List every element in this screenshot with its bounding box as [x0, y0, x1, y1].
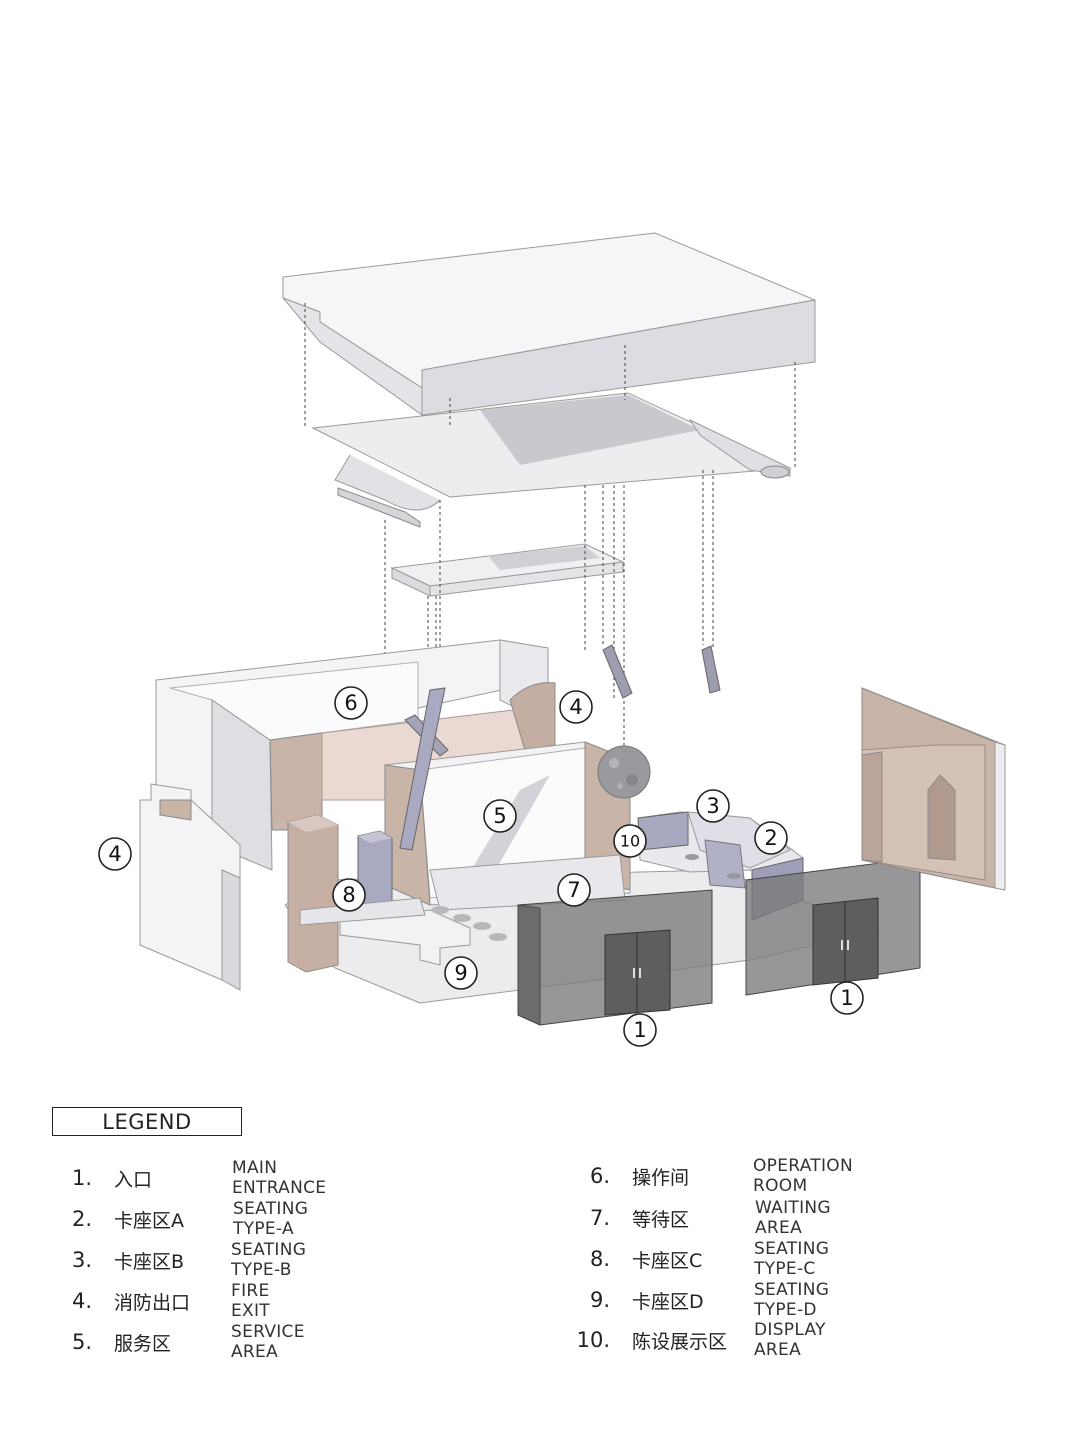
legend-en: OPERATION ROOM [753, 1156, 854, 1196]
entrance-facade-right [745, 857, 921, 996]
service-shelf [390, 543, 625, 597]
legend-item-5: 5. 服务区 SERVICE AREA [48, 1322, 305, 1362]
legend-en: SEATING TYPE-C [754, 1239, 830, 1279]
svg-text:7: 7 [567, 878, 580, 902]
legend-title-box: LEGEND [52, 1107, 242, 1136]
legend-title: LEGEND [102, 1109, 192, 1134]
legend-cn: 陈设展示区 [632, 1330, 728, 1353]
legend-cn: 卡座区D [632, 1290, 704, 1313]
roof-slab [282, 232, 817, 416]
ceiling-panel [311, 392, 792, 528]
legend-num: 6. [589, 1164, 610, 1188]
svg-text:5: 5 [493, 804, 506, 828]
legend-num: 10. [576, 1328, 610, 1352]
svg-text:1: 1 [633, 1018, 646, 1042]
entrance-facade-left [517, 889, 713, 1026]
callout-5: 5 [483, 799, 517, 833]
legend-cn: 卡座区C [632, 1249, 703, 1272]
legend-num: 9. [589, 1288, 610, 1312]
callout-4-left: 4 [98, 837, 132, 871]
legend-en: WAITING AREA [755, 1198, 831, 1238]
legend-item-2: 2. 卡座区A SEATING TYPE-A [48, 1199, 308, 1239]
legend-num: 2. [71, 1207, 92, 1231]
legend-cn: 入口 [114, 1168, 153, 1191]
legend-item-9: 9. 卡座区D SEATING TYPE-D [566, 1280, 829, 1320]
wood-column [287, 814, 339, 973]
callout-1-right: 1 [830, 981, 864, 1015]
svg-text:2: 2 [764, 826, 777, 850]
legend-item-3: 3. 卡座区B SEATING TYPE-B [48, 1240, 306, 1280]
legend-en: DISPLAY AREA [754, 1320, 826, 1360]
callout-3: 3 [696, 789, 730, 823]
fire-exit-panel-right [861, 687, 1006, 891]
exploded-axonometric-diagram: 6 4 4 5 3 2 10 7 8 9 1 1 [98, 232, 1006, 1047]
callout-1-left: 1 [623, 1013, 657, 1047]
legend-item-7: 7. 等待区 WAITING AREA [566, 1198, 831, 1238]
legend-item-8: 8. 卡座区C SEATING TYPE-C [566, 1239, 829, 1279]
svg-text:10: 10 [620, 832, 640, 851]
legend-item-10: 10. 陈设展示区 DISPLAY AREA [566, 1320, 826, 1360]
legend-num: 4. [71, 1289, 92, 1313]
legend-en: SEATING TYPE-D [754, 1280, 830, 1320]
svg-text:4: 4 [569, 695, 582, 719]
legend-cn: 消防出口 [114, 1291, 191, 1314]
legend-en: SEATING TYPE-B [231, 1240, 307, 1280]
legend-cn: 卡座区A [114, 1209, 184, 1232]
legend-num: 7. [589, 1206, 610, 1230]
pendant-lights [602, 644, 721, 699]
callout-2: 2 [754, 821, 788, 855]
legend-num: 8. [589, 1247, 610, 1271]
legend-num: 1. [71, 1166, 92, 1190]
callout-9: 9 [444, 956, 478, 990]
legend-en: FIRE EXIT [231, 1281, 270, 1321]
seating-d-walls [299, 897, 507, 966]
callout-7: 7 [557, 873, 591, 907]
legend-cn: 卡座区B [114, 1250, 185, 1273]
legend-num: 5. [71, 1330, 92, 1354]
legend-cn: 服务区 [114, 1332, 172, 1355]
svg-text:9: 9 [454, 961, 467, 985]
legend-num: 3. [71, 1248, 92, 1272]
svg-text:8: 8 [342, 883, 355, 907]
callout-10: 10 [613, 824, 647, 858]
callout-6: 6 [334, 686, 368, 720]
callout-4-rear: 4 [559, 690, 593, 724]
legend-en: MAIN ENTRANCE [232, 1158, 327, 1198]
svg-text:6: 6 [344, 691, 357, 715]
legend-item-4: 4. 消防出口 FIRE EXIT [48, 1281, 270, 1321]
moon-sphere [597, 745, 651, 799]
callout-8: 8 [332, 878, 366, 912]
legend-item-6: 6. 操作间 OPERATION ROOM [566, 1156, 853, 1196]
legend-en: SEATING TYPE-A [233, 1199, 309, 1239]
svg-text:1: 1 [840, 986, 853, 1010]
svg-text:4: 4 [108, 842, 121, 866]
legend-cn: 等待区 [632, 1208, 690, 1231]
legend-item-1: 1. 入口 MAIN ENTRANCE [48, 1158, 326, 1198]
legend-cn: 操作间 [632, 1166, 690, 1189]
svg-text:3: 3 [706, 794, 719, 818]
fire-exit-panel-left [139, 783, 241, 991]
legend-en: SERVICE AREA [231, 1322, 305, 1362]
